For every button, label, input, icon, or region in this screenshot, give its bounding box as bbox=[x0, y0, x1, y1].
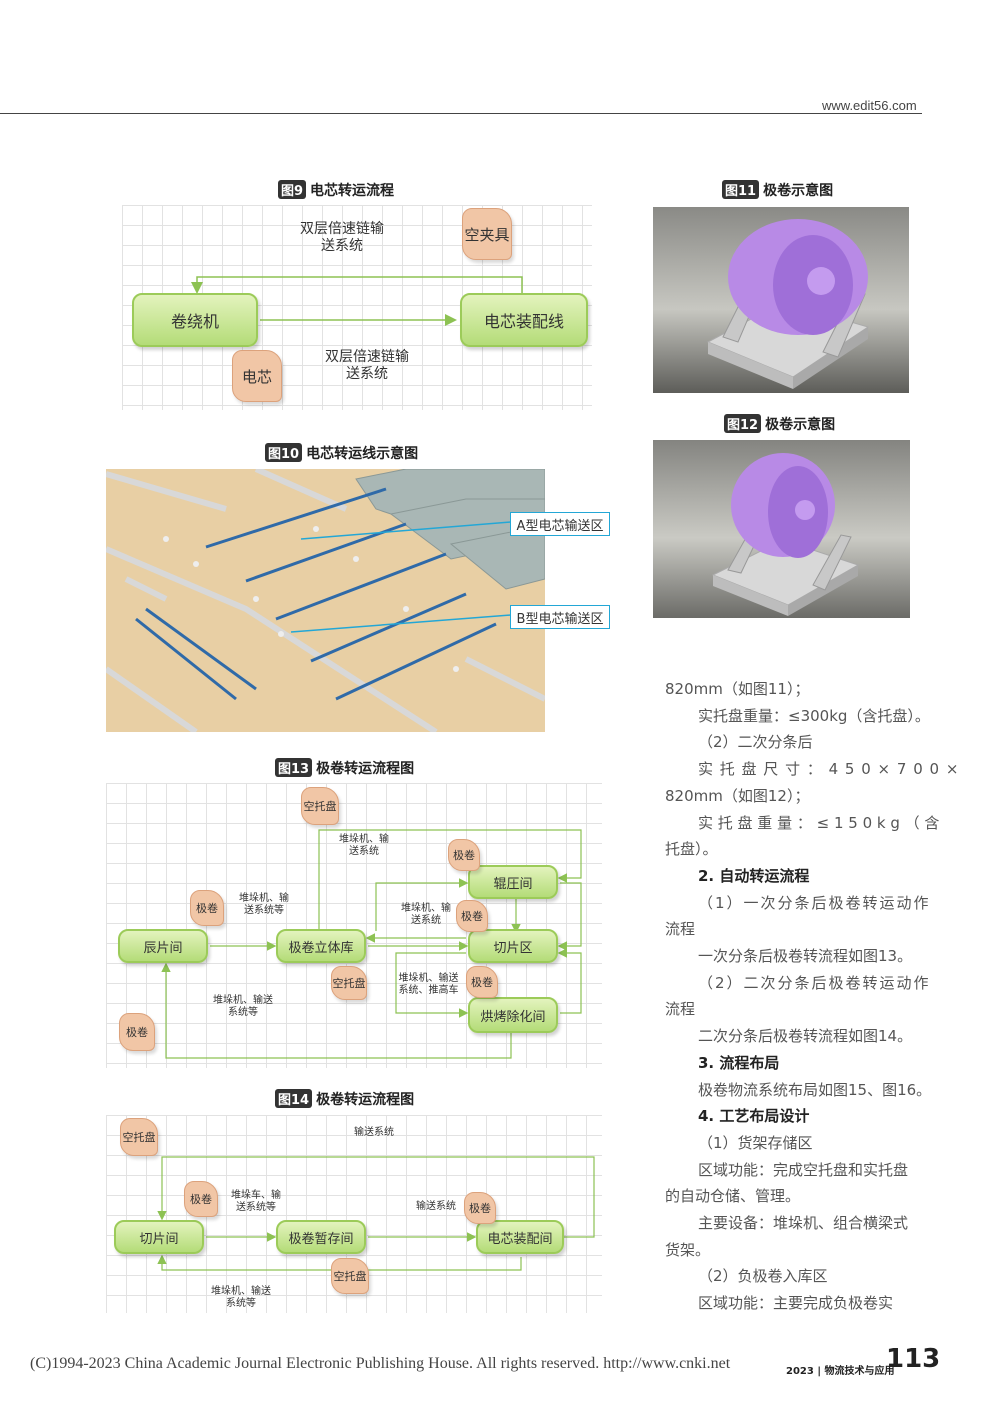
callout-b-type: B型电芯输送区 bbox=[510, 605, 610, 629]
text-line: 实托盘重量：≤300kg（含托盘）。 bbox=[698, 706, 930, 725]
roll-tag-2: 极卷 bbox=[464, 1192, 496, 1224]
figure-13-title: 极卷转运流程图 bbox=[316, 761, 415, 777]
text-line: 区域功能：主要完成负极卷实 bbox=[698, 1294, 894, 1313]
roll-storage-box: 极卷暂存间 bbox=[276, 1220, 366, 1254]
roll-tag-3: 极卷 bbox=[456, 900, 488, 932]
conveyor-layout-image bbox=[106, 469, 545, 732]
roll-tag-5: 极卷 bbox=[119, 1013, 155, 1051]
conveyor-label-top: 双层倍速链输 送系统 bbox=[300, 221, 384, 254]
winding-machine-box: 卷绕机 bbox=[132, 293, 258, 347]
figure-12-number: 图12 bbox=[724, 414, 762, 433]
fig13-label-right: 堆垛机、输送 系统、推高车 bbox=[398, 973, 459, 996]
text-line: 主要设备：堆垛机、组合横梁式 bbox=[698, 1214, 909, 1233]
roll-tag-4: 极卷 bbox=[466, 966, 498, 998]
text-line: 区域功能：完成空托盘和实托盘 bbox=[698, 1160, 909, 1179]
fig13-label-mid: 堆垛机、输 送系统 bbox=[401, 903, 451, 926]
text-line: 820mm（如图11）； bbox=[665, 680, 810, 698]
text-line: （1）货架存储区 bbox=[698, 1133, 813, 1152]
figure-12-render bbox=[653, 440, 910, 618]
text-line: （2）二次分条后 bbox=[698, 733, 813, 752]
figure-11-number: 图11 bbox=[722, 180, 760, 199]
figure-10-render bbox=[106, 469, 545, 732]
section-heading: 4. 工艺布局设计 bbox=[698, 1107, 810, 1126]
fig13-label-left: 堆垛机、输 送系统等 bbox=[239, 893, 289, 916]
coating-room-box: 辰片间 bbox=[118, 929, 208, 963]
text-line: （2）负极卷入库区 bbox=[698, 1267, 828, 1286]
text-line: 的自动仓储、管理。 bbox=[665, 1187, 801, 1206]
text-line: （1）一次分条后极卷转运动作 bbox=[698, 893, 931, 912]
fig14-label-bottom: 堆垛机、输送 系统等 bbox=[211, 1286, 271, 1309]
page-number: 113 bbox=[886, 1344, 941, 1374]
baking-room-box: 烘烤除化间 bbox=[468, 997, 558, 1033]
body-text-column: 820mm（如图11）； 实托盘重量：≤300kg（含托盘）。 （2）二次分条后… bbox=[665, 676, 959, 1317]
arrow-return bbox=[191, 276, 523, 294]
text-line: （2）二次分条后极卷转运动作 bbox=[698, 973, 931, 992]
roll-tag-1: 极卷 bbox=[448, 839, 480, 871]
figure-13-number: 图13 bbox=[275, 758, 313, 777]
empty-tray-tag-bottom: 空托盘 bbox=[331, 1258, 369, 1294]
site-url[interactable]: www.edit56.com bbox=[822, 98, 917, 113]
callout-a-type: A型电芯输送区 bbox=[510, 512, 610, 536]
figure-13-arrows bbox=[161, 829, 582, 1059]
figure-9-arrows bbox=[191, 276, 523, 326]
cutting-area-box: 切片区 bbox=[468, 929, 558, 963]
text-line: 820mm（如图12）； bbox=[665, 786, 810, 805]
roll-tag-1: 极卷 bbox=[184, 1181, 218, 1217]
electrode-roll-image-2 bbox=[711, 453, 860, 616]
text-line: 二次分条后极卷转流程如图14。 bbox=[698, 1027, 913, 1046]
text-line: 实 托 盘 尺 寸 ： 4 5 0 × 7 0 0 × bbox=[698, 760, 960, 779]
figure-9-diagram: 卷绕机 电芯装配线 空夹具 电芯 双层倍速链输 送系统 双层倍速链输 送系统 bbox=[122, 205, 592, 410]
fig13-label-bottom: 堆垛机、输送 系统等 bbox=[213, 995, 273, 1018]
rolling-room-box: 辊圧间 bbox=[468, 865, 558, 899]
roll-warehouse-box: 极卷立体库 bbox=[276, 929, 366, 963]
figure-12-title: 极卷示意图 bbox=[765, 417, 836, 433]
empty-fixture-tag: 空夹具 bbox=[462, 208, 512, 260]
empty-tray-tag-top: 空托盘 bbox=[120, 1118, 158, 1156]
figure-11-title: 极卷示意图 bbox=[763, 183, 834, 199]
figure-10-number: 图10 bbox=[265, 443, 303, 462]
figure-14-diagram: 切片间 极卷暂存间 电芯装配间 空托盘 极卷 极卷 空托盘 输送系统 堆垛车、输… bbox=[106, 1115, 602, 1313]
section-heading: 2. 自动转运流程 bbox=[698, 866, 810, 885]
text-line: 极卷物流系统布局如图15、图16。 bbox=[698, 1080, 932, 1099]
fig13-label-top: 堆垛机、输 送系统 bbox=[339, 834, 389, 857]
electrode-roll-image-1 bbox=[706, 219, 870, 389]
section-heading: 3. 流程布局 bbox=[698, 1053, 780, 1072]
text-line: 流程 bbox=[665, 1000, 696, 1019]
cell-assembly-room-box: 电芯装配间 bbox=[476, 1220, 564, 1254]
cutting-room-box: 切片间 bbox=[114, 1220, 204, 1254]
fig14-label-right: 输送系统 bbox=[416, 1201, 456, 1212]
text-line: 一次分条后极卷转流程如图13。 bbox=[698, 947, 913, 966]
conveyor-label-bottom: 双层倍速链输 送系统 bbox=[325, 349, 409, 382]
copyright-footer: (C)1994-2023 China Academic Journal Elec… bbox=[30, 1355, 731, 1372]
figure-13-diagram: 辰片间 极卷立体库 辊圧间 切片区 烘烤除化间 空托盘 极卷 极卷 极卷 空托盘… bbox=[106, 783, 602, 1068]
cell-tag: 电芯 bbox=[232, 350, 282, 402]
journal-name: 2023 | 物流技术与应用 bbox=[786, 1366, 895, 1377]
roll-tag-2: 极卷 bbox=[190, 890, 224, 926]
figure-9-number: 图9 bbox=[278, 180, 307, 199]
text-line: 托盘）。 bbox=[665, 840, 718, 859]
cell-assembly-line-box: 电芯装配线 bbox=[460, 293, 588, 347]
empty-tray-tag-top: 空托盘 bbox=[301, 787, 339, 825]
header-rule bbox=[0, 113, 922, 114]
figure-11-render bbox=[653, 207, 909, 393]
fig14-label-left: 堆垛车、输 送系统等 bbox=[231, 1190, 281, 1213]
empty-tray-tag-mid: 空托盘 bbox=[331, 966, 367, 1000]
text-line: 流程 bbox=[665, 920, 696, 939]
figure-14-title: 极卷转运流程图 bbox=[316, 1092, 415, 1108]
text-line: 实 托 盘 重 量 ： ≤ 1 5 0 k g （ 含 bbox=[698, 813, 940, 832]
text-line: 货架。 bbox=[665, 1240, 711, 1259]
fig14-label-top: 输送系统 bbox=[354, 1127, 394, 1138]
figure-9-title: 电芯转运流程 bbox=[310, 183, 395, 199]
figure-14-number: 图14 bbox=[275, 1089, 313, 1108]
figure-10-title: 电芯转运线示意图 bbox=[306, 446, 419, 462]
